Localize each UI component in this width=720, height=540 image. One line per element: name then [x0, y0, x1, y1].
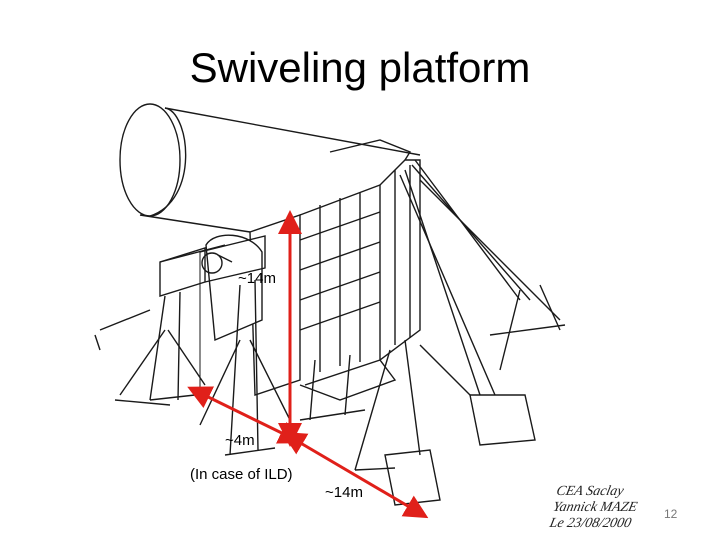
credit-line-3: Le 23/08/2000 — [548, 516, 633, 531]
author-credit: CEA Saclay Yannick MAZE Le 23/08/2000 — [548, 484, 642, 532]
slide-number: 12 — [664, 507, 678, 521]
width-dimension-label: ~4m — [225, 432, 255, 449]
dimension-lines — [187, 210, 429, 519]
dimension-diagonal — [281, 431, 429, 519]
diagonal-dimension-label: ~14m — [325, 484, 363, 501]
credit-line-2: Yannick MAZE — [551, 500, 639, 515]
credit-line-1: CEA Saclay — [554, 484, 626, 499]
vertical-dimension-label: ~14m — [238, 270, 276, 287]
width-note-label: (In case of ILD) — [190, 466, 293, 483]
slide-title: Swiveling platform — [189, 44, 531, 91]
platform-linework — [94, 103, 566, 506]
dimension-width — [187, 386, 303, 444]
